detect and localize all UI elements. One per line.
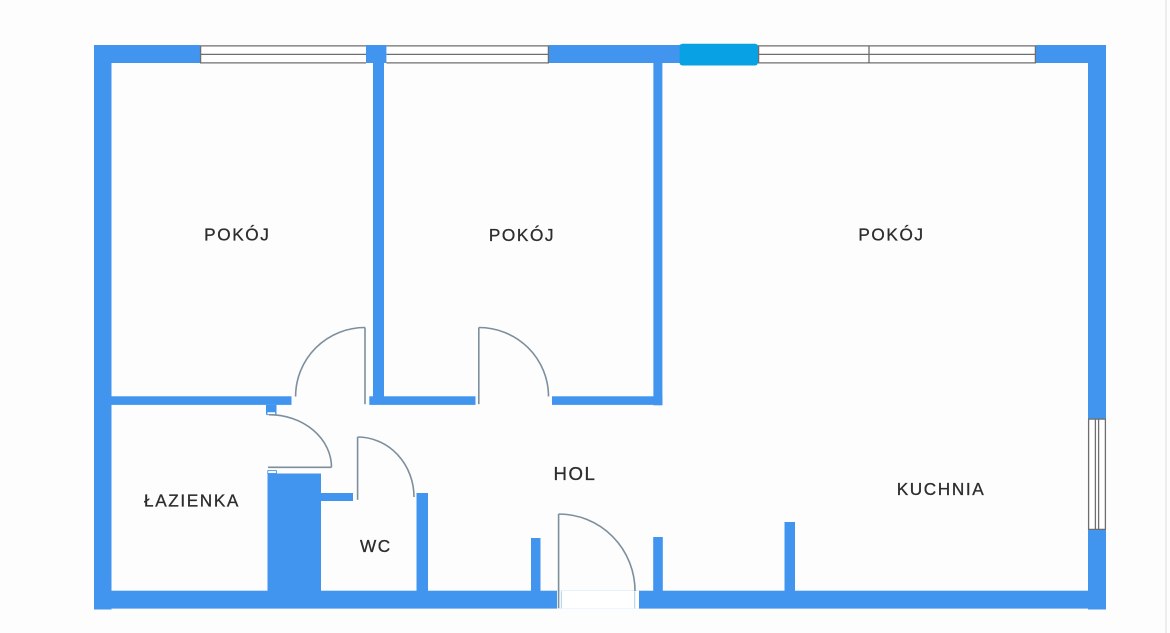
svg-text:POKÓJ: POKÓJ	[858, 224, 924, 244]
svg-text:WC: WC	[360, 536, 392, 556]
svg-text:POKÓJ: POKÓJ	[489, 225, 555, 245]
svg-text:HOL: HOL	[553, 463, 596, 484]
svg-text:ŁAZIENKA: ŁAZIENKA	[144, 491, 240, 511]
svg-text:POKÓJ: POKÓJ	[204, 225, 270, 245]
svg-text:KUCHNIA: KUCHNIA	[897, 479, 986, 499]
